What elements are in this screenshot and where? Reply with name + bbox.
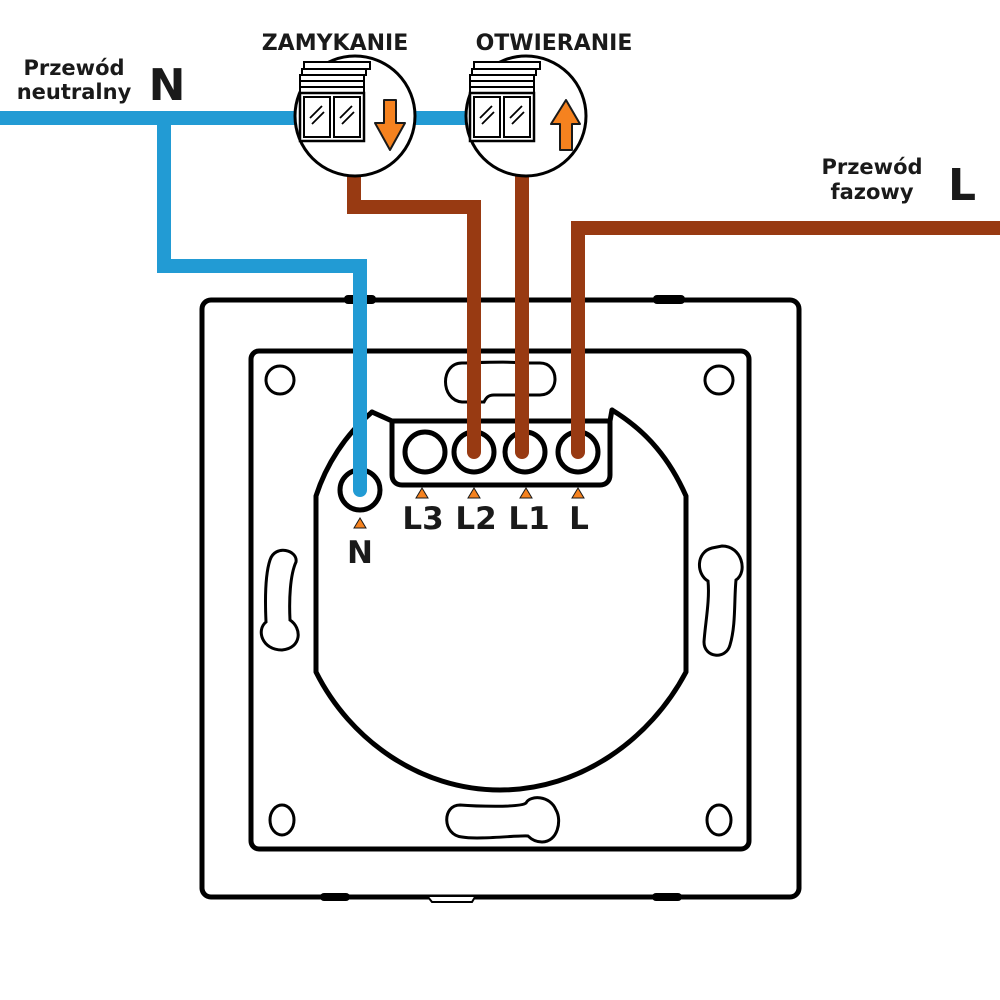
neutral-label-line2: neutralny	[17, 80, 132, 104]
neutral-label: Przewód neutralny N	[17, 56, 186, 111]
top-slot	[444, 360, 557, 404]
phase-wire-l	[571, 221, 1000, 459]
roller-shutter-icon	[468, 61, 541, 143]
neutral-wire-drop	[157, 111, 367, 497]
terminal-hole-l3	[402, 429, 448, 475]
screw-hole	[705, 803, 733, 837]
frame-tab	[653, 295, 685, 304]
bottom-slot	[445, 796, 561, 844]
frame-notch	[427, 896, 476, 903]
neutral-label-line1: Przewód	[23, 56, 124, 80]
frame-tab	[320, 893, 350, 901]
switch-back-plate: N L3 L2 L1 L	[199, 295, 802, 903]
wires	[0, 111, 1000, 497]
arrow-down-icon	[374, 99, 406, 151]
frame-tab	[652, 893, 682, 901]
outer-frame	[199, 297, 802, 900]
terminal-label-l3: L3	[402, 501, 443, 537]
terminal-marker	[519, 487, 533, 499]
screw-hole	[703, 364, 735, 396]
action-closing: ZAMYKANIE	[262, 31, 417, 178]
roller-shutter-icon	[298, 61, 371, 143]
phase-label-line2: fazowy	[830, 180, 913, 204]
left-slot	[259, 548, 300, 652]
terminal-marker	[571, 487, 585, 499]
screw-hole	[268, 803, 296, 837]
arrow-up-icon	[550, 99, 581, 151]
phase-label: Przewód fazowy L	[821, 155, 976, 211]
terminal-marker	[467, 487, 481, 499]
module-body	[313, 407, 689, 793]
neutral-label-letter: N	[149, 60, 186, 111]
screw-hole	[264, 364, 296, 396]
right-slot	[698, 544, 744, 657]
terminal-label-l2: L2	[455, 501, 496, 537]
phase-label-letter: L	[948, 160, 976, 211]
action-opening: OTWIERANIE	[464, 31, 633, 178]
terminal-label-l: L	[569, 501, 589, 537]
terminal-label-l1: L1	[508, 501, 549, 537]
closing-title: ZAMYKANIE	[262, 31, 409, 56]
inner-plate	[248, 348, 752, 852]
terminal-label-n: N	[347, 535, 373, 571]
phase-label-line1: Przewód	[821, 155, 922, 179]
terminal-marker	[415, 487, 429, 499]
opening-title: OTWIERANIE	[476, 31, 633, 56]
terminal-marker	[353, 517, 367, 529]
phase-wire-l2	[347, 169, 481, 459]
